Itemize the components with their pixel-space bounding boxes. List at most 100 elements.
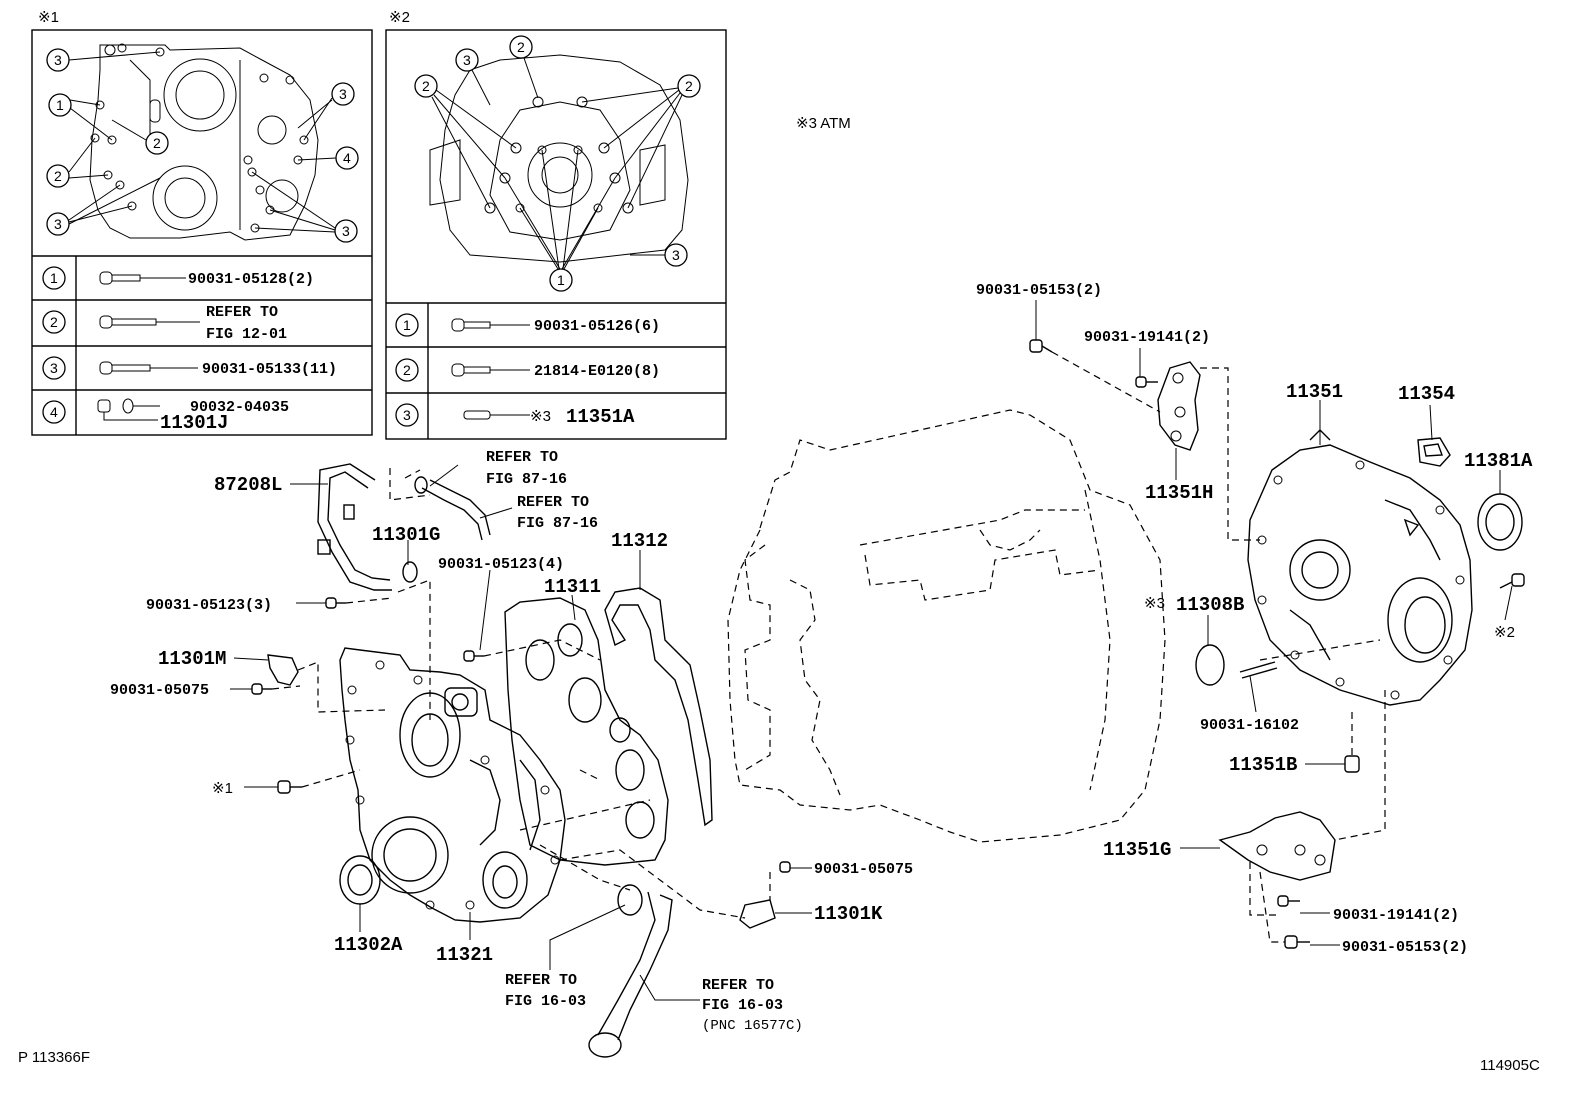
footer-right-code: 114905C xyxy=(1480,1057,1540,1074)
inset1-timing-case-drawing xyxy=(89,43,319,241)
label-90031-05153-bot: 90031-05153(2) xyxy=(1342,939,1468,956)
svg-text:2: 2 xyxy=(422,78,430,94)
svg-text:1: 1 xyxy=(403,317,411,333)
inset2-mark: ※2 xyxy=(389,9,410,26)
label-mark3: ※3 xyxy=(1144,595,1165,612)
inset2-housing-drawing xyxy=(429,54,689,263)
inset2-row-2: 2 21814-E0120(8) xyxy=(395,358,660,382)
flywheel-housing xyxy=(1247,429,1473,706)
svg-text:3: 3 xyxy=(403,407,411,423)
label-11351H: 11351H xyxy=(1145,482,1213,504)
inset1-mark: ※1 xyxy=(38,9,59,26)
water-pipe xyxy=(588,884,673,1058)
svg-text:2: 2 xyxy=(517,39,525,55)
inset1-callouts: 3 1 2 2 3 3 4 3 xyxy=(46,48,359,243)
left-fasteners xyxy=(251,597,791,929)
label-11354: 11354 xyxy=(1398,383,1455,405)
label-11351B: 11351B xyxy=(1229,754,1297,776)
bracket-11351G xyxy=(1218,811,1336,949)
assembly-dashed-lines xyxy=(271,351,1386,943)
label-90031-05075-a: 90031-05075 xyxy=(110,682,209,699)
timing-gasket xyxy=(604,587,713,827)
label-90031-19141-top: 90031-19141(2) xyxy=(1084,329,1210,346)
svg-text:90031-05133(11): 90031-05133(11) xyxy=(202,361,337,378)
label-11381A: 11381A xyxy=(1464,450,1533,472)
oil-seal-11302A xyxy=(339,855,381,905)
svg-text:2: 2 xyxy=(403,362,411,378)
label-refer-16-03-b2: FIG 16-03 xyxy=(702,997,783,1014)
svg-text:FIG 12-01: FIG 12-01 xyxy=(206,326,287,343)
label-90031-19141-bot: 90031-19141(2) xyxy=(1333,907,1459,924)
label-refer-87-16-a1: REFER TO xyxy=(486,449,558,466)
svg-text:90032-04035: 90032-04035 xyxy=(190,399,289,416)
label-11302A: 11302A xyxy=(334,934,403,956)
svg-text:21814-E0120(8): 21814-E0120(8) xyxy=(534,363,660,380)
label-11301K: 11301K xyxy=(814,903,883,925)
svg-text:3: 3 xyxy=(342,223,350,239)
inset1-row-4: 4 90032-04035 11301J xyxy=(42,398,289,434)
inset1: 3 1 2 2 3 3 4 3 1 90031-05128(2) 2 xyxy=(31,29,373,436)
svg-text:3: 3 xyxy=(463,52,471,68)
label-refer-16-03-a1: REFER TO xyxy=(505,972,577,989)
label-11351: 11351 xyxy=(1286,381,1343,403)
label-90031-05153-top: 90031-05153(2) xyxy=(976,282,1102,299)
seal-11381A xyxy=(1477,493,1523,551)
svg-text:90031-05126(6): 90031-05126(6) xyxy=(534,318,660,335)
svg-text:2: 2 xyxy=(54,168,62,184)
svg-text:※3: ※3 xyxy=(530,408,551,425)
label-refer-87-16-a2: FIG 87-16 xyxy=(486,471,567,488)
inset2-row-1: 1 90031-05126(6) xyxy=(395,313,660,337)
svg-text:11301J: 11301J xyxy=(160,412,228,434)
label-90031-16102: 90031-16102 xyxy=(1200,717,1299,734)
label-refer-87-16-b1: REFER TO xyxy=(517,494,589,511)
svg-text:3: 3 xyxy=(54,52,62,68)
label-11308B: 11308B xyxy=(1176,594,1244,616)
svg-text:1: 1 xyxy=(557,272,565,288)
breather-hose xyxy=(414,476,491,541)
label-11311: 11311 xyxy=(544,576,601,598)
label-11321: 11321 xyxy=(436,944,493,966)
engine-block-outline xyxy=(727,409,1166,843)
label-11351G: 11351G xyxy=(1103,839,1171,861)
breather-pipe xyxy=(317,463,418,591)
svg-text:REFER TO: REFER TO xyxy=(206,304,278,321)
bracket-11351H xyxy=(1029,339,1201,451)
svg-text:3: 3 xyxy=(54,216,62,232)
bolt-mark2 xyxy=(1499,573,1525,589)
svg-text:3: 3 xyxy=(50,360,58,376)
svg-text:2: 2 xyxy=(50,314,58,330)
timing-plate xyxy=(504,597,669,866)
plug-11351B xyxy=(1344,755,1360,773)
label-refer-87-16-b2: FIG 87-16 xyxy=(517,515,598,532)
label-11301M: 11301M xyxy=(158,648,226,670)
callout-labels: 87208L REFER TO FIG 87-16 REFER TO FIG 8… xyxy=(110,282,1533,1034)
stud-90031-16102 xyxy=(1239,661,1278,679)
svg-text:4: 4 xyxy=(50,404,58,420)
inset1-row-1: 1 90031-05128(2) xyxy=(42,266,314,290)
svg-text:1: 1 xyxy=(50,270,58,286)
timing-gear-case xyxy=(339,647,566,923)
label-mark1: ※1 xyxy=(212,780,233,797)
svg-text:11351A: 11351A xyxy=(566,406,635,428)
atm-note: ※3 ATM xyxy=(796,115,851,132)
svg-text:3: 3 xyxy=(339,86,347,102)
inset2-callouts: 2 3 2 2 1 3 xyxy=(414,35,701,292)
seal-11308B xyxy=(1195,644,1225,686)
svg-text:3: 3 xyxy=(672,247,680,263)
inset2-row-3: 3 ※3 11351A xyxy=(395,403,635,428)
plug-11354 xyxy=(1417,437,1451,467)
svg-text:2: 2 xyxy=(685,78,693,94)
label-refer-16-03-a2: FIG 16-03 xyxy=(505,993,586,1010)
svg-text:1: 1 xyxy=(56,97,64,113)
svg-text:2: 2 xyxy=(153,135,161,151)
label-90031-05123-3: 90031-05123(3) xyxy=(146,597,272,614)
label-87208L: 87208L xyxy=(214,474,282,496)
label-mark2: ※2 xyxy=(1494,624,1515,641)
inset2: 2 3 2 2 1 3 1 90031-05126(6) 2 21814-E01… xyxy=(385,29,727,440)
svg-text:90031-05128(2): 90031-05128(2) xyxy=(188,271,314,288)
inset1-row-2: 2 REFER TO FIG 12-01 xyxy=(42,304,287,343)
label-90031-05075-b: 90031-05075 xyxy=(814,861,913,878)
leader-lines xyxy=(230,300,1513,1001)
inset1-row-3: 3 90031-05133(11) xyxy=(42,356,337,380)
